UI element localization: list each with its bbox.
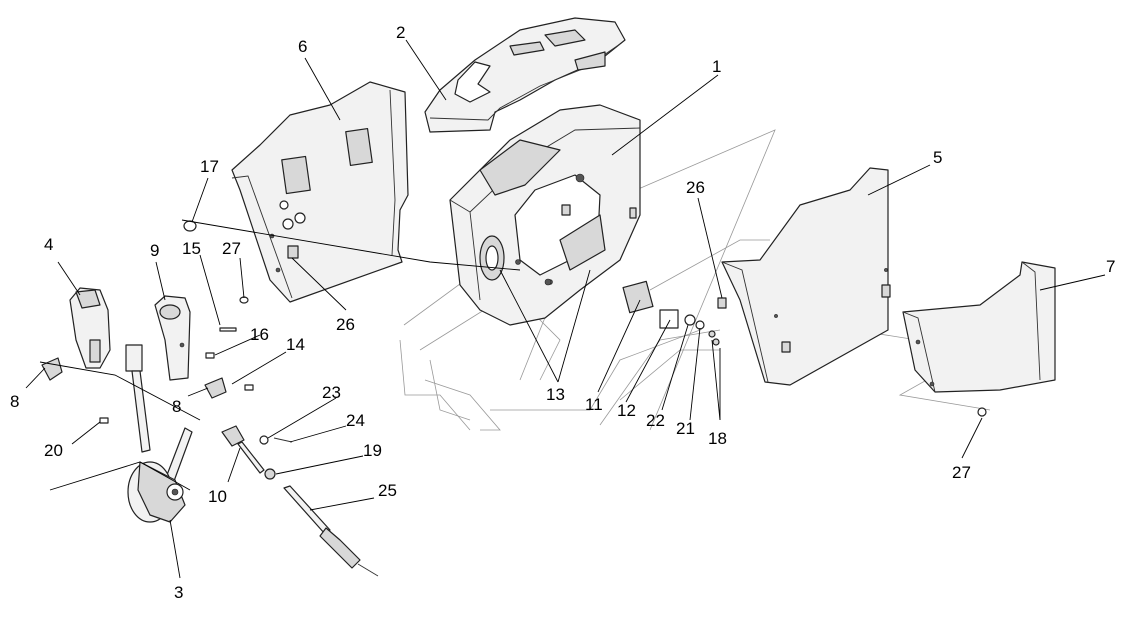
callout-26-left: 26 (336, 315, 355, 334)
callout-13: 13 (546, 385, 565, 404)
callout-2: 2 (396, 23, 405, 42)
callout-18: 18 (708, 429, 727, 448)
part-4-lever-bracket (69, 287, 111, 369)
callout-8-center: 8 (172, 397, 181, 416)
part-8-clip-center (204, 377, 227, 399)
callout-14: 14 (286, 335, 305, 354)
callout-10: 10 (208, 487, 227, 506)
part-8-clip-left (41, 357, 63, 381)
part-6-left-side-panel (231, 81, 409, 303)
callout-3: 3 (174, 583, 183, 602)
callout-11: 11 (585, 395, 603, 414)
part-9-lever-bracket (154, 295, 191, 381)
part-3-lever-mechanism (125, 344, 193, 523)
callout-12: 12 (617, 401, 636, 420)
callout-25: 25 (378, 481, 397, 500)
callout-9: 9 (150, 241, 159, 260)
callout-26-right: 26 (686, 178, 705, 197)
callout-27-left: 27 (222, 239, 241, 258)
callout-4: 4 (44, 235, 53, 254)
callout-24: 24 (346, 411, 365, 430)
callout-5: 5 (933, 148, 942, 167)
callout-22: 22 (646, 411, 665, 430)
callout-17: 17 (200, 157, 219, 176)
callout-labels: 1 2 3 4 5 6 7 8 8 9 10 11 12 13 14 15 16… (10, 23, 1115, 602)
callout-7: 7 (1106, 257, 1115, 276)
callout-23: 23 (322, 383, 341, 402)
part-7-lower-cover (902, 261, 1056, 393)
callout-27-right: 27 (952, 463, 971, 482)
part-1-housing-frame (449, 104, 641, 326)
callout-1: 1 (712, 57, 721, 76)
callout-21: 21 (676, 419, 695, 438)
part-2-top-cover (424, 17, 626, 133)
part-10-rod-end (221, 425, 265, 474)
part-25-cable (283, 485, 379, 577)
callout-16: 16 (250, 325, 269, 344)
leader-lines (25, 39, 1106, 579)
callout-19: 19 (363, 441, 382, 460)
part-5-right-side-panel (721, 167, 891, 386)
callout-20: 20 (44, 441, 63, 460)
hardware-fasteners (99, 220, 987, 480)
callout-15: 15 (182, 239, 201, 258)
callout-8-left: 8 (10, 392, 19, 411)
callout-6: 6 (298, 37, 307, 56)
